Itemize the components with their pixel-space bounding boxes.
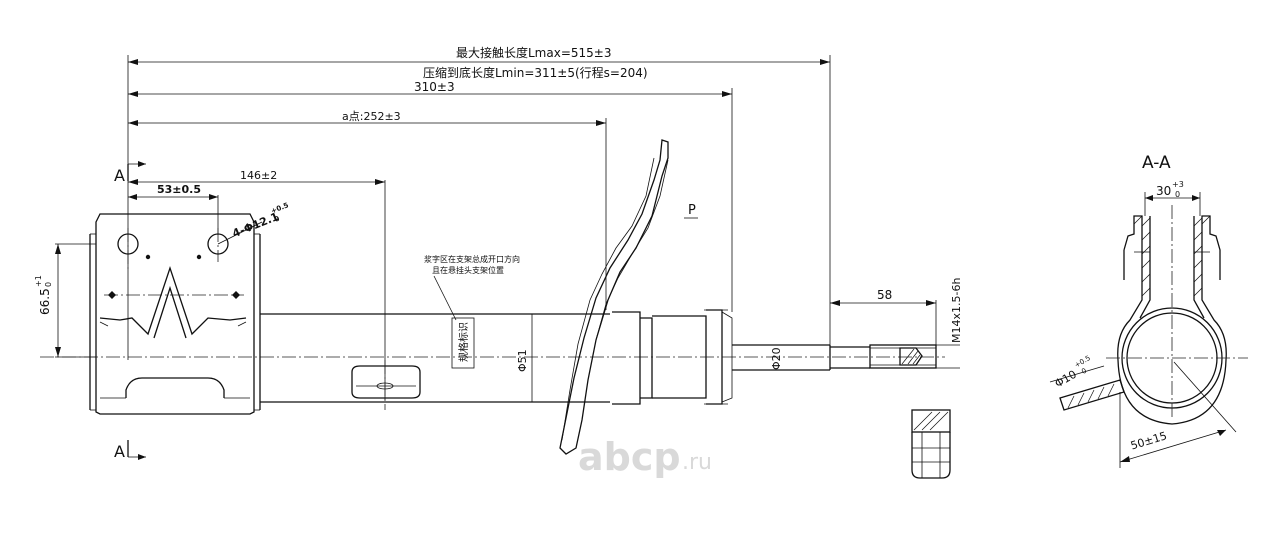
brake-hose-clip bbox=[351, 365, 421, 399]
dim-hole-dia-tol-lower: 0 bbox=[273, 215, 281, 224]
dim-hole-dia-tol-upper: +0.5 bbox=[270, 201, 290, 215]
section-mark-top: A bbox=[114, 166, 125, 185]
dim-pin-dia: Φ10 bbox=[1053, 368, 1079, 391]
dim-body-length: 310±3 bbox=[414, 80, 455, 94]
dim-bracket-height: 66.5 bbox=[38, 288, 52, 315]
dim-rod-dia: Φ20 bbox=[770, 347, 783, 370]
section-a-a: A-A 30 +3 0 bbox=[1049, 153, 1248, 468]
outer-tube: 规格标识 Φ51 浆字区在支架总成开口方向 且在悬挂头支架位置 bbox=[260, 254, 610, 410]
dim-max-length: 最大接触长度Lmax=515±3 bbox=[456, 45, 611, 60]
dim-a-length: a点:252±3 bbox=[342, 110, 401, 123]
dim-bracket-height-tol-lower: 0 bbox=[44, 282, 53, 287]
section-marks: A A bbox=[114, 161, 146, 461]
dim-section-width-tol-lower: 0 bbox=[1175, 190, 1180, 199]
dimension-lines: 最大接触长度Lmax=515±3 压缩到底长度Lmin=311±5(行程s=20… bbox=[34, 45, 963, 400]
spring-seat: P bbox=[559, 139, 733, 455]
dim-hole-spacing: 53±0.5 bbox=[157, 183, 201, 196]
piston-rod: Φ20 bbox=[732, 344, 937, 371]
stamp-text: 规格标识 bbox=[457, 322, 470, 362]
dim-thread-spec: M14x1.5-6h bbox=[950, 278, 963, 343]
section-title: A-A bbox=[1142, 153, 1171, 173]
dim-thread-length: 58 bbox=[877, 288, 892, 302]
note-line1: 浆字区在支架总成开口方向 bbox=[424, 254, 520, 264]
dim-pin-dia-tol-lower: 0 bbox=[1080, 367, 1088, 376]
note-line2: 且在悬挂头支架位置 bbox=[432, 265, 504, 275]
section-mark-bottom: A bbox=[114, 442, 125, 461]
watermark-suffix: .ru bbox=[682, 450, 712, 475]
nut-detail bbox=[911, 409, 951, 479]
dim-min-length: 压缩到底长度Lmin=311±5(行程s=204) bbox=[423, 65, 648, 80]
watermark: abcp .ru bbox=[578, 435, 712, 479]
dim-section-width-tol-upper: +3 bbox=[1172, 180, 1184, 189]
watermark-logo: abcp bbox=[578, 435, 681, 479]
dim-hole-offset: 146±2 bbox=[240, 169, 277, 182]
dim-bracket-height-tol-upper: +1 bbox=[34, 275, 43, 287]
stamp-box bbox=[451, 317, 475, 369]
dim-section-width: 30 bbox=[1156, 184, 1171, 198]
p-mark: P bbox=[688, 203, 696, 218]
knuckle-bracket bbox=[89, 213, 261, 415]
dim-tube-dia: Φ51 bbox=[516, 349, 529, 372]
